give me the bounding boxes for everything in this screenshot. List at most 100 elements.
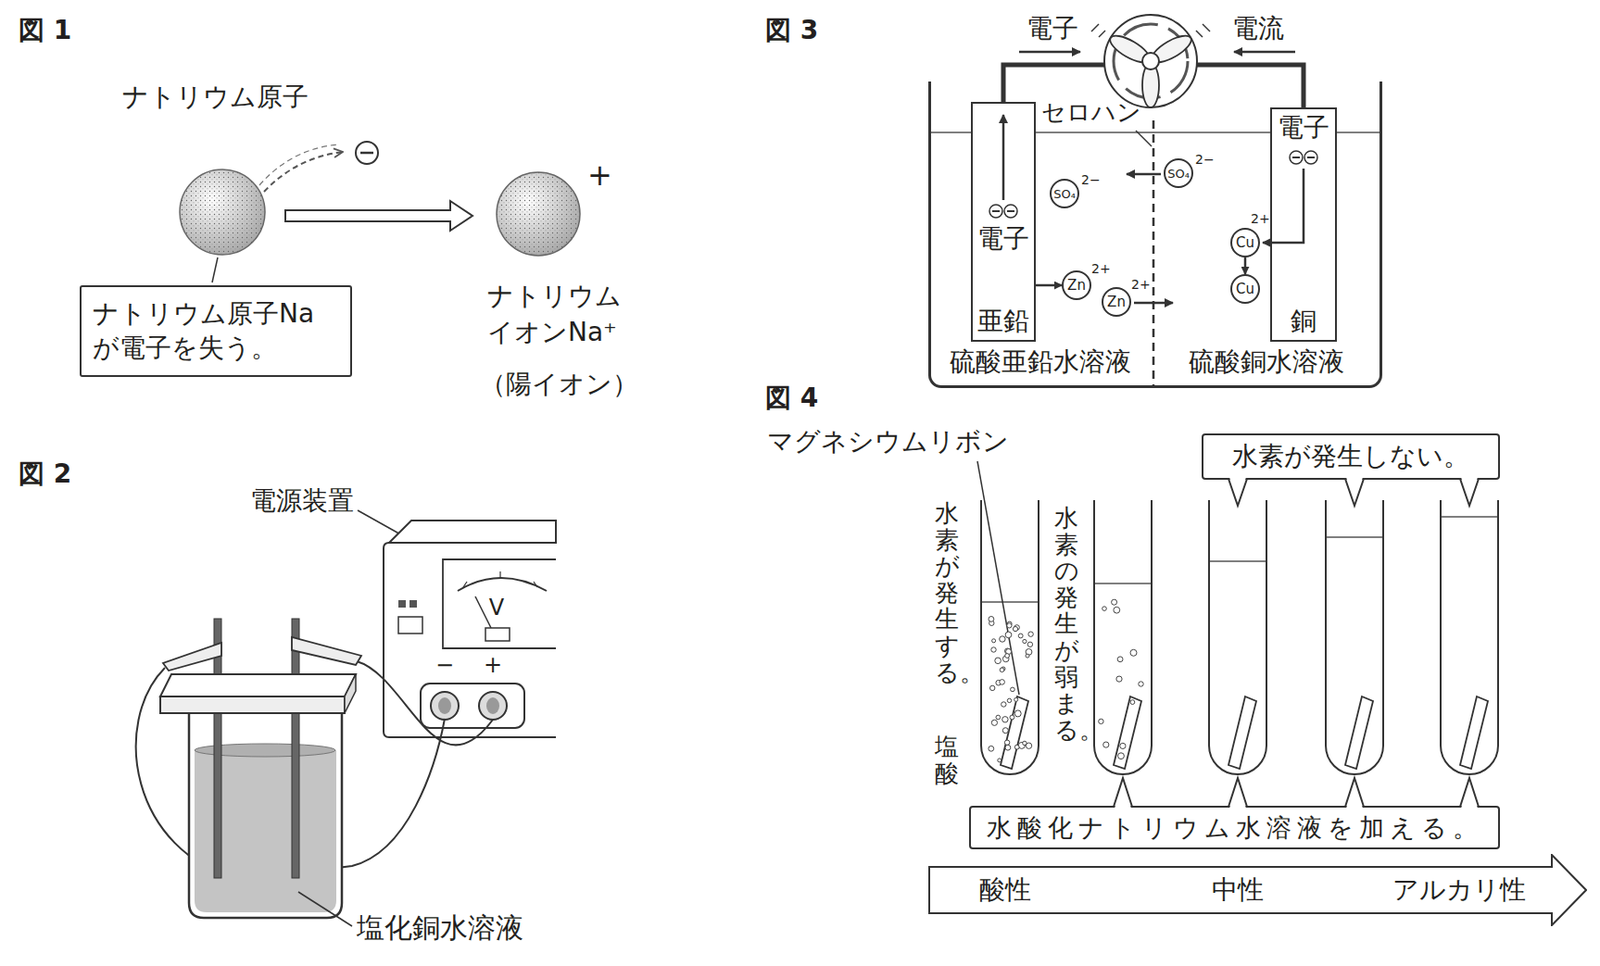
label: マグネシウムリボン xyxy=(767,426,1009,458)
electron-symbol xyxy=(1289,151,1303,164)
hydrogen-bubble xyxy=(1103,742,1109,748)
alligator-clip xyxy=(163,637,362,671)
lead-wire xyxy=(356,661,493,745)
bubble-tail xyxy=(1345,778,1364,807)
beaker-outline: 硫酸亜鉛水溶液硫酸銅水溶液電子亜鉛電子銅SO₄2−SO₄2−Zn2+Zn2+Cu… xyxy=(928,81,1383,389)
bubble-tail xyxy=(1113,778,1133,807)
electron-flow-arrow xyxy=(1019,50,1081,54)
beaker xyxy=(188,695,342,919)
ph-arrow: 酸性中性アルカリ性 xyxy=(928,854,1588,927)
node-text: 亜鉛 xyxy=(977,305,1030,338)
carbon-electrode xyxy=(214,618,300,879)
hydrogen-bubble xyxy=(995,715,1001,720)
sodium-ion xyxy=(496,172,580,256)
node-text: 2− xyxy=(1081,173,1101,187)
liquid-surface xyxy=(1336,131,1380,134)
power-supply xyxy=(442,559,556,649)
hydrogen-bubble xyxy=(1022,639,1027,643)
alligator-clip xyxy=(163,642,222,671)
power-supply xyxy=(475,596,492,629)
hydrogen-bubble xyxy=(1117,656,1123,663)
electron-symbol xyxy=(1007,210,1015,213)
charge-sign: + xyxy=(587,157,613,193)
bubble-tail xyxy=(1345,478,1364,506)
liquid-surface xyxy=(1035,131,1271,134)
hydrogen-bubble xyxy=(1025,654,1030,658)
power-supply xyxy=(485,628,510,642)
hydrogen-bubble xyxy=(991,647,996,653)
sodium-atom xyxy=(179,169,265,255)
figure-number: 図 2 xyxy=(18,458,72,491)
node-text: 硫酸亜鉛水溶液 xyxy=(949,346,1132,378)
label: 塩化銅水溶液 xyxy=(356,911,524,945)
hydrogen-bubble xyxy=(1005,744,1011,751)
hydrogen-bubble xyxy=(1002,717,1008,723)
power-supply xyxy=(499,571,501,579)
power-supply xyxy=(430,692,459,720)
bubble-tail xyxy=(1460,478,1479,506)
node-text: 酸性 xyxy=(979,877,1032,904)
electron-symbol xyxy=(989,151,1318,218)
node-text: 電子 xyxy=(977,223,1030,255)
bubble-tail xyxy=(1229,477,1247,506)
hydrogen-bubble xyxy=(1004,740,1009,745)
node-text: Cu xyxy=(1235,282,1255,297)
bubble-tail xyxy=(1114,778,1132,809)
hydrogen-bubble xyxy=(1102,606,1108,612)
callout-box: ナトリウム原子Na が電子を失う。 xyxy=(79,285,353,378)
hydrogen-bubble xyxy=(1118,753,1125,760)
label: ナトリウム原子 xyxy=(122,81,309,114)
electron-path xyxy=(259,144,340,186)
figure-number: 図 1 xyxy=(18,14,72,47)
label: ナトリウム イオンNa⁺ xyxy=(487,277,645,351)
hydrogen-bubble xyxy=(1027,642,1033,647)
power-supply xyxy=(486,697,500,715)
node-text: 硫酸銅水溶液 xyxy=(1188,346,1345,378)
hydrogen-bubble xyxy=(1014,710,1021,718)
power-supply xyxy=(478,692,507,720)
node-text: ナトリウム原子Na が電子を失う。 xyxy=(92,297,340,366)
electron-symbol xyxy=(992,210,1000,213)
liquid-surface xyxy=(1326,536,1383,539)
ion-move-arrow xyxy=(1126,173,1161,177)
zinc-ion: Zn2+ xyxy=(1061,270,1092,301)
motor-fan xyxy=(1202,24,1210,32)
hydrogen-bubble xyxy=(997,758,1002,763)
hydrogen-bubble xyxy=(992,639,996,643)
electron-flow-arrow xyxy=(1262,168,1304,243)
test-tube xyxy=(1325,500,1384,775)
bubble-tail xyxy=(1229,778,1247,809)
bubble-tail xyxy=(1461,778,1478,809)
node-text: SO₄ xyxy=(1167,167,1190,180)
power-supply xyxy=(533,581,538,588)
label: 電流 xyxy=(1232,12,1285,45)
copper-ion: Cu2+ xyxy=(1230,227,1260,258)
magnesium-ribbon xyxy=(1460,696,1488,769)
electron-symbol xyxy=(360,151,374,155)
electron-symbol xyxy=(1004,204,1018,218)
liquid-surface xyxy=(982,601,1038,604)
electron-symbol xyxy=(355,141,378,164)
bubble-tail xyxy=(1113,477,1479,809)
hydrogen-bubble xyxy=(1005,631,1012,639)
hydrogen-bubble xyxy=(990,685,996,691)
sodium-atom xyxy=(179,169,265,255)
hydrogen-bubble xyxy=(1098,718,1104,724)
meter-unit: V xyxy=(489,594,504,622)
label: 電子 xyxy=(1026,12,1079,45)
node-text: Zn xyxy=(1107,295,1126,310)
power-supply xyxy=(463,581,467,588)
hydrogen-bubble xyxy=(1014,697,1019,702)
electron-symbol xyxy=(355,141,378,164)
hydrogen-bubble xyxy=(991,719,997,726)
bubble-tail xyxy=(1346,477,1363,506)
hydrogen-bubble xyxy=(1111,599,1118,605)
carbon-electrode xyxy=(291,618,300,879)
motor-fan xyxy=(1196,30,1203,38)
hydrogen-bubble xyxy=(999,636,1006,643)
bubble-tail xyxy=(1228,478,1248,506)
hydrogen-bubble xyxy=(1009,715,1015,720)
magnesium-ribbon xyxy=(1113,696,1142,769)
power-supply xyxy=(398,617,423,634)
